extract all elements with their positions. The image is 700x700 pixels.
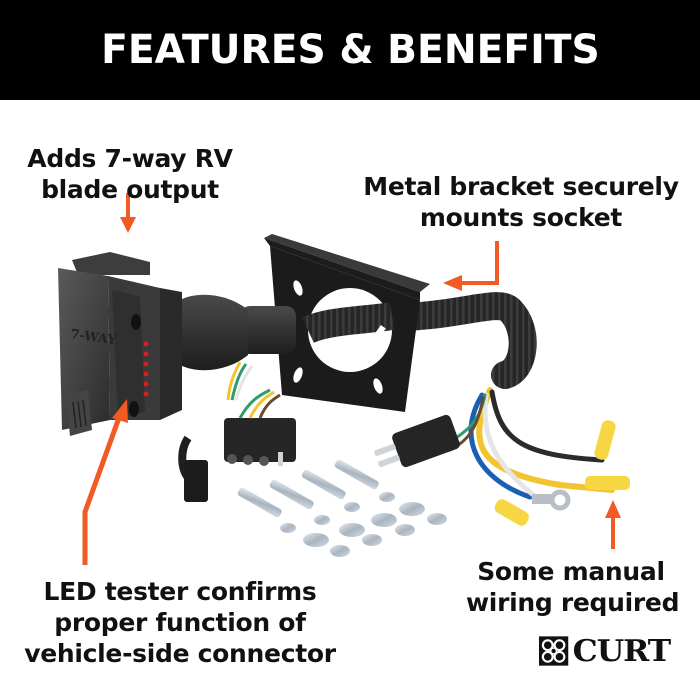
brand-logo: CURT <box>538 632 671 670</box>
callout-metal-bracket: Metal bracket securely mounts socket <box>362 171 680 233</box>
callout-line: blade output <box>41 175 219 204</box>
led-indicators <box>143 341 149 397</box>
rv-7-way-socket: 7-WAY <box>58 252 182 436</box>
callout-arrows <box>82 193 621 565</box>
metal-bracket <box>264 234 430 412</box>
callout-line: wiring required <box>466 588 680 617</box>
callout-line: LED tester confirms <box>43 577 317 606</box>
callout-line: Metal bracket securely <box>363 172 679 201</box>
callout-line: Some manual <box>477 557 665 586</box>
brand-name: CURT <box>572 633 671 669</box>
arrow-manual-wiring-icon <box>605 500 621 549</box>
callout-rv-blade-output: Adds 7-way RV blade output <box>22 143 238 205</box>
rv-socket-boot <box>180 294 296 401</box>
mounting-hardware <box>237 459 447 557</box>
callout-line: mounts socket <box>419 203 623 232</box>
callout-manual-wiring: Some manual wiring required <box>466 556 680 618</box>
header-banner: FEATURES & BENEFITS <box>0 0 700 100</box>
curt-logo-icon <box>538 636 569 666</box>
arrow-rv-output-icon <box>120 193 136 233</box>
flat-4-way-connector <box>178 388 460 502</box>
callout-line: proper function of <box>54 608 306 637</box>
arrow-bracket-icon <box>443 241 499 291</box>
callout-line: vehicle-side connector <box>24 639 336 668</box>
svg-text:7-WAY: 7-WAY <box>69 327 118 348</box>
callout-line: Adds 7-way RV <box>27 144 233 173</box>
page-title: FEATURES & BENEFITS <box>100 27 600 73</box>
arrow-led-tester-icon <box>82 399 128 565</box>
butt-connectors <box>494 420 630 526</box>
callout-led-tester: LED tester confirms proper function of v… <box>20 576 340 669</box>
